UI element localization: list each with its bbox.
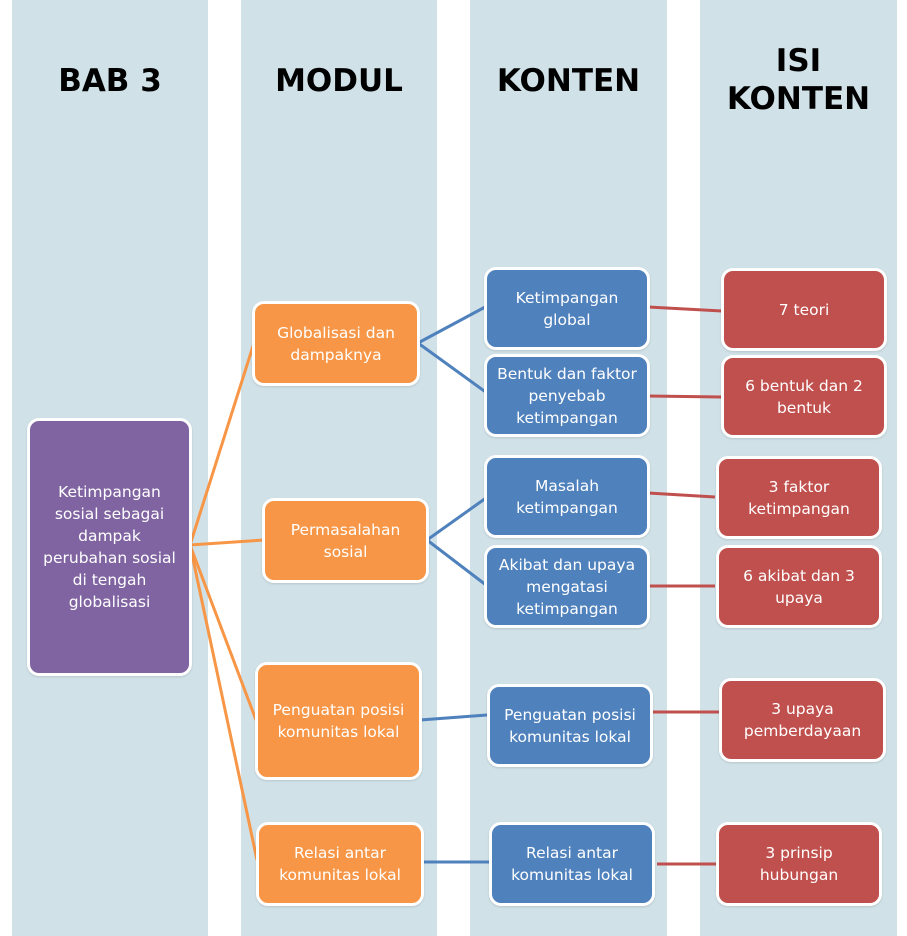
isi-node-7-teori[interactable]: 7 teori bbox=[721, 268, 887, 351]
isi-node-3-faktor[interactable]: 3 faktor ketimpangan bbox=[716, 456, 882, 539]
connector-root-modul-3 bbox=[188, 544, 258, 721]
konten-node-relasi[interactable]: Relasi antar komunitas lokal bbox=[489, 822, 655, 906]
connector-modul-2-konten-1 bbox=[426, 496, 487, 542]
isi-label: 3 faktor ketimpangan bbox=[748, 477, 850, 518]
konten-node-penguatan[interactable]: Penguatan posisi komunitas lokal bbox=[487, 684, 653, 767]
konten-node-akibat-upaya[interactable]: Akibat dan upaya mengatasi ketimpangan bbox=[484, 545, 650, 628]
modul-node-globalisasi[interactable]: Globalisasi dan dampaknya bbox=[252, 301, 420, 386]
isi-node-6-bentuk[interactable]: 6 bentuk dan 2 bentuk bbox=[721, 355, 887, 438]
konten-node-ketimpangan-global[interactable]: Ketimpangan global bbox=[484, 267, 650, 350]
modul-label: Relasi antar komunitas lokal bbox=[279, 844, 401, 884]
konten-label: Masalah ketimpangan bbox=[516, 476, 618, 517]
isi-label: 3 prinsip hubungan bbox=[759, 844, 839, 884]
modul-node-permasalahan[interactable]: Permasalahan sosial bbox=[262, 498, 429, 583]
root-node[interactable]: Ketimpangan sosial sebagai dampak peruba… bbox=[27, 418, 192, 676]
connector-konten-1-isi bbox=[647, 305, 723, 313]
connector-konten-2-isi bbox=[647, 394, 723, 399]
isi-node-3-prinsip[interactable]: 3 prinsip hubungan bbox=[716, 822, 882, 906]
modul-label: Penguatan posisi komunitas lokal bbox=[272, 701, 405, 741]
konten-label: Relasi antar komunitas lokal bbox=[511, 844, 633, 884]
modul-node-relasi[interactable]: Relasi antar komunitas lokal bbox=[256, 822, 424, 906]
column-header-konten: KONTEN bbox=[496, 63, 641, 99]
konten-node-masalah[interactable]: Masalah ketimpangan bbox=[484, 455, 650, 538]
modul-node-penguatan[interactable]: Penguatan posisi komunitas lokal bbox=[255, 662, 422, 780]
konten-label: Ketimpangan global bbox=[515, 288, 619, 329]
connector-modul-1-konten-2 bbox=[417, 341, 488, 395]
connector-konten-3-isi bbox=[647, 491, 716, 499]
connector-modul-3-konten-1 bbox=[419, 713, 488, 722]
konten-label: Penguatan posisi komunitas lokal bbox=[504, 705, 636, 746]
column-header-bab: BAB 3 bbox=[58, 63, 162, 99]
connector-modul-2-konten-2 bbox=[426, 538, 487, 587]
konten-label: Akibat dan upaya mengatasi ketimpangan bbox=[498, 555, 636, 618]
isi-label: 6 bentuk dan 2 bentuk bbox=[745, 376, 863, 417]
isi-label: 7 teori bbox=[778, 300, 830, 319]
connector-root-modul-4 bbox=[188, 544, 259, 861]
column-header-modul: MODUL bbox=[275, 63, 403, 99]
column-modul: MODUL bbox=[241, 0, 437, 936]
modul-label: Globalisasi dan dampaknya bbox=[277, 323, 395, 364]
modul-label: Permasalahan sosial bbox=[290, 520, 401, 561]
connector-root-modul-1 bbox=[188, 342, 256, 546]
isi-label: 6 akibat dan 3 upaya bbox=[743, 566, 855, 607]
root-node-label: Ketimpangan sosial sebagai dampak peruba… bbox=[43, 483, 176, 611]
isi-label: 3 upaya pemberdayaan bbox=[743, 700, 862, 740]
connector-root-modul-2 bbox=[189, 538, 265, 547]
connector-modul-1-konten-1 bbox=[417, 304, 488, 345]
konten-node-bentuk-faktor[interactable]: Bentuk dan faktor penyebab ketimpangan bbox=[484, 354, 650, 437]
column-header-isi-konten: ISI KONTEN bbox=[726, 43, 871, 117]
isi-node-6-akibat[interactable]: 6 akibat dan 3 upaya bbox=[716, 545, 882, 628]
isi-node-3-upaya[interactable]: 3 upaya pemberdayaan bbox=[719, 678, 886, 762]
konten-label: Bentuk dan faktor penyebab ketimpangan bbox=[497, 364, 637, 427]
